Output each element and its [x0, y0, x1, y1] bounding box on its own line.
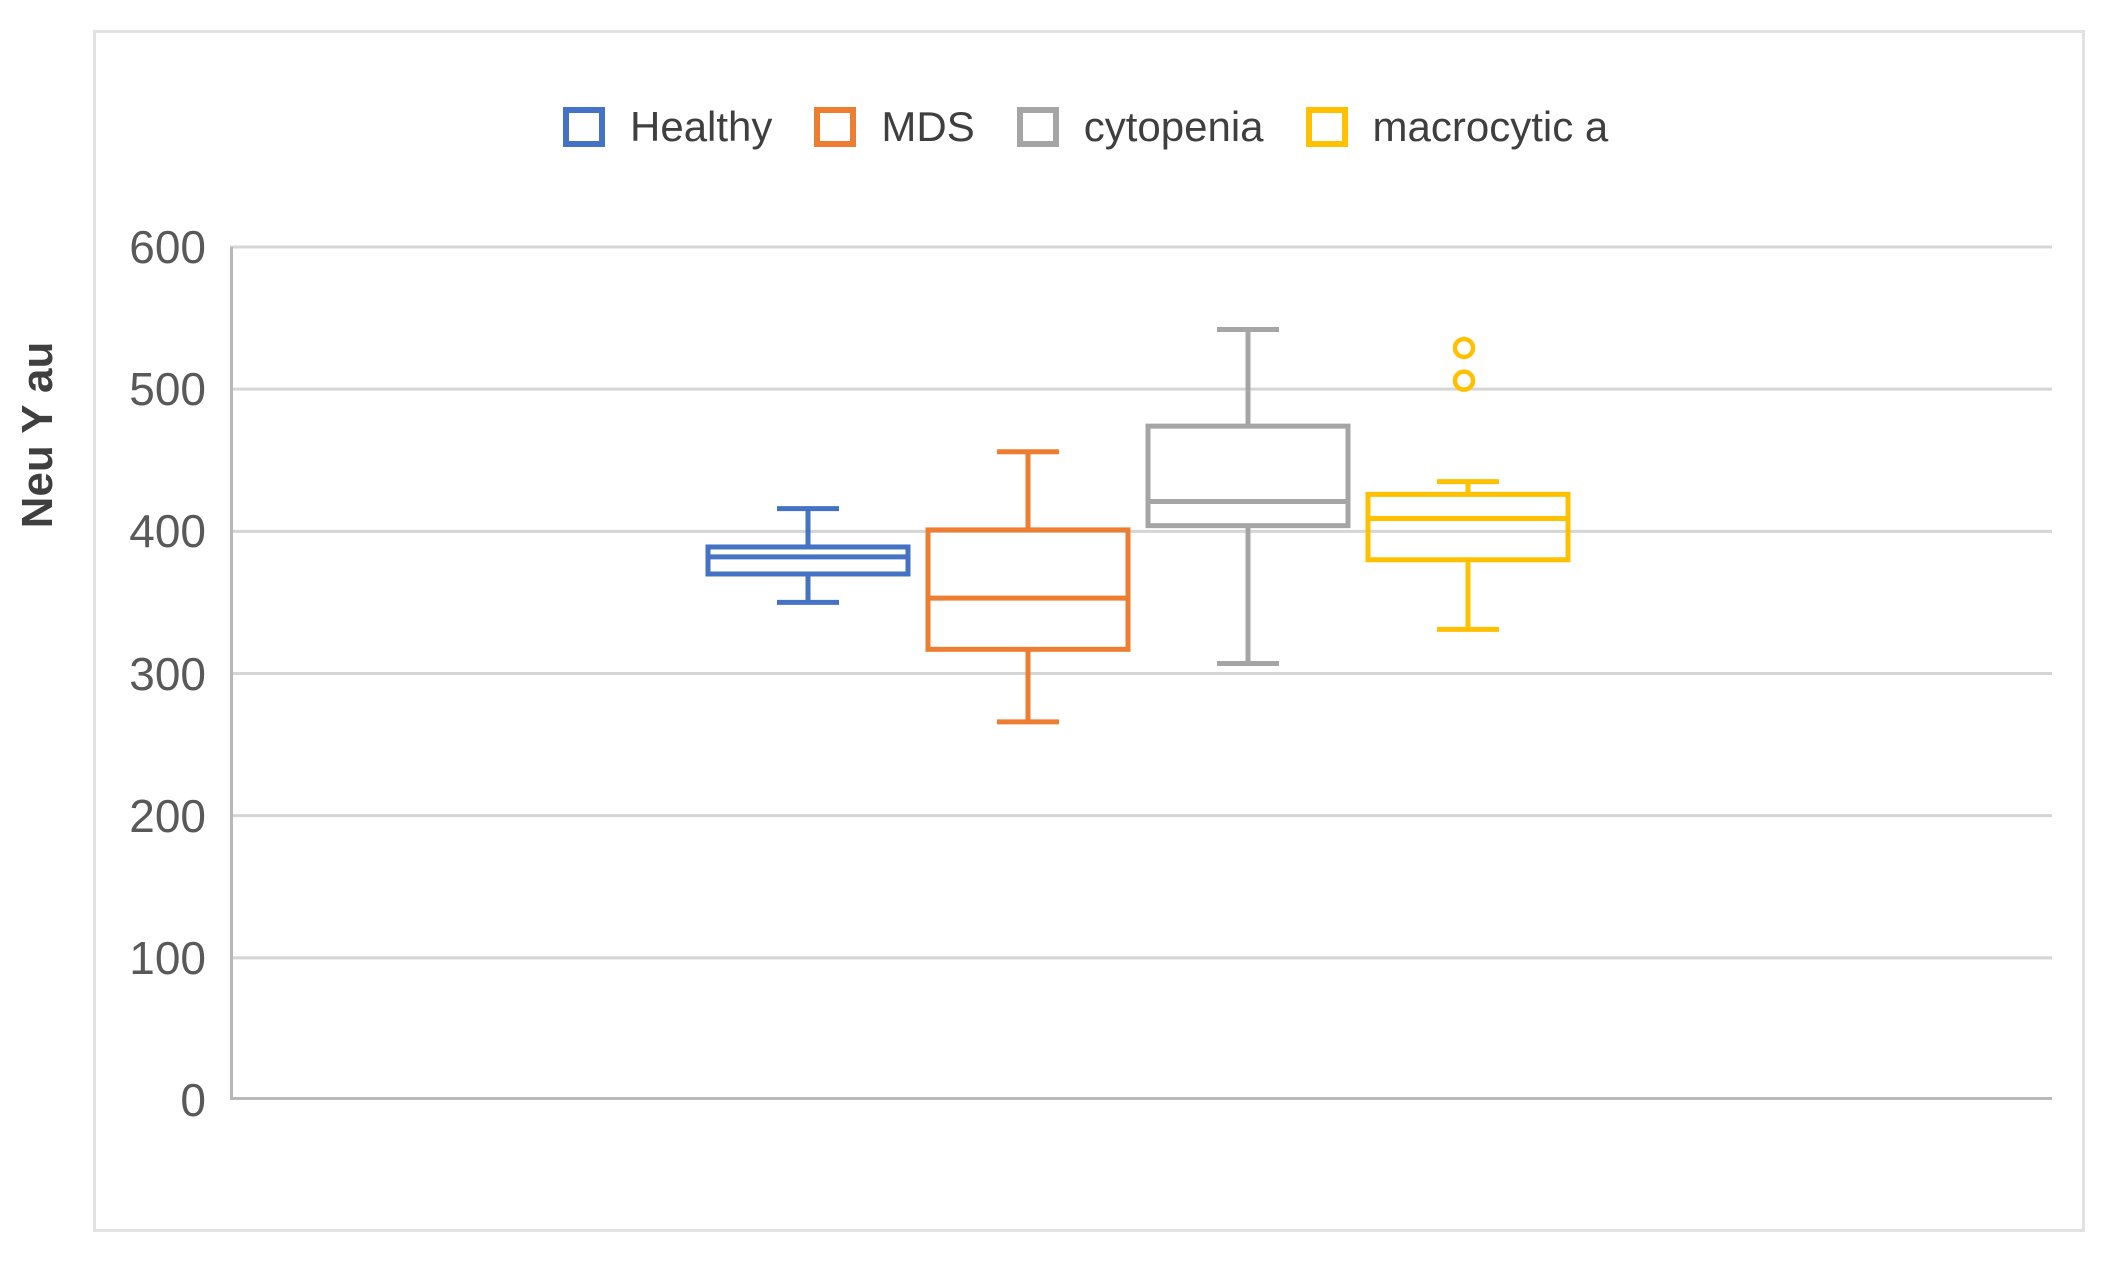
legend-item-macrocytic-a: macrocytic a	[1305, 103, 1609, 150]
chart-legend: Healthy MDS cytopenia macrocytic a	[563, 101, 1608, 153]
legend-swatch-mds	[814, 107, 857, 147]
y-tick-label-100: 100	[129, 931, 206, 984]
legend-swatch-cytopenia	[1016, 107, 1059, 147]
iqr-box	[705, 544, 911, 577]
y-tick-label-0: 0	[180, 1074, 206, 1126]
legend-item-cytopenia: cytopenia	[1016, 103, 1264, 150]
y-tick-label-600: 600	[129, 221, 206, 273]
boxplot-cytopenia	[1145, 326, 1351, 667]
boxplot-mds	[925, 449, 1131, 725]
y-tick-label-500: 500	[129, 363, 206, 416]
iqr-box	[925, 527, 1131, 652]
legend-label: MDS	[881, 103, 975, 150]
legend-label: macrocytic a	[1372, 103, 1609, 150]
legend-item-mds: MDS	[814, 103, 975, 150]
legend-swatch-macrocytic-a	[1305, 107, 1348, 147]
chart-outer-border	[93, 30, 2085, 1232]
y-tick-label-200: 200	[129, 789, 206, 842]
boxplot-healthy	[705, 506, 911, 605]
plot-area	[230, 245, 2052, 1100]
legend-label: cytopenia	[1083, 103, 1264, 150]
legend-swatch-healthy	[563, 107, 605, 147]
y-tick-label-400: 400	[129, 505, 206, 558]
y-tick-label-300: 300	[129, 647, 206, 700]
outlier-point	[1452, 336, 1476, 360]
iqr-box	[1145, 423, 1351, 529]
iqr-box	[1365, 491, 1571, 563]
outlier-point	[1452, 369, 1476, 392]
legend-item-healthy: Healthy	[563, 106, 772, 148]
boxplot-macrocytic-a	[1365, 336, 1571, 632]
legend-label: Healthy	[630, 103, 773, 150]
